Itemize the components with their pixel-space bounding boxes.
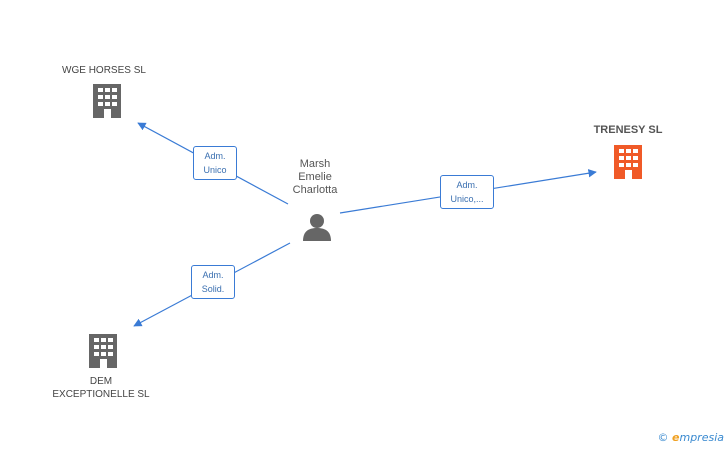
company-name-wge[interactable]: WGE HORSES SL — [62, 65, 146, 76]
company-name-trenesy[interactable]: TRENESY SL — [593, 124, 663, 136]
building-icon[interactable] — [93, 84, 121, 118]
edge-label-trenesy[interactable]: Adm. Unico,... — [440, 175, 494, 209]
person-name-line: Charlotta — [292, 184, 338, 196]
edge-label-wge[interactable]: Adm. Unico — [193, 146, 237, 180]
person-name-line: Emelie — [298, 171, 332, 183]
edge-label-line: Solid. — [201, 284, 225, 294]
brand-logo-text: mpresia — [679, 431, 724, 444]
company-name-line: EXCEPTIONELLE SL — [52, 389, 150, 400]
person-name[interactable]: Marsh Emelie Charlotta — [274, 158, 356, 197]
edge-label-line: Adm. — [456, 180, 478, 190]
edge-label-line: Adm. — [202, 270, 224, 280]
person-name-line: Marsh — [299, 158, 331, 170]
watermark: © empresia — [658, 431, 724, 444]
edge-label-dem[interactable]: Adm. Solid. — [191, 265, 235, 299]
edge-label-line: Unico — [203, 165, 227, 175]
copyright-symbol: © — [657, 431, 669, 444]
edge-label-line: Unico,... — [450, 194, 484, 204]
company-name-line: DEM — [89, 376, 113, 387]
edge-label-line: Adm. — [204, 151, 226, 161]
company-name-dem[interactable]: DEM EXCEPTIONELLE SL — [40, 375, 162, 401]
person-icon[interactable] — [303, 214, 331, 241]
building-icon[interactable] — [89, 334, 117, 368]
building-icon[interactable] — [614, 145, 642, 179]
brand-logo-initial: e — [672, 431, 680, 444]
